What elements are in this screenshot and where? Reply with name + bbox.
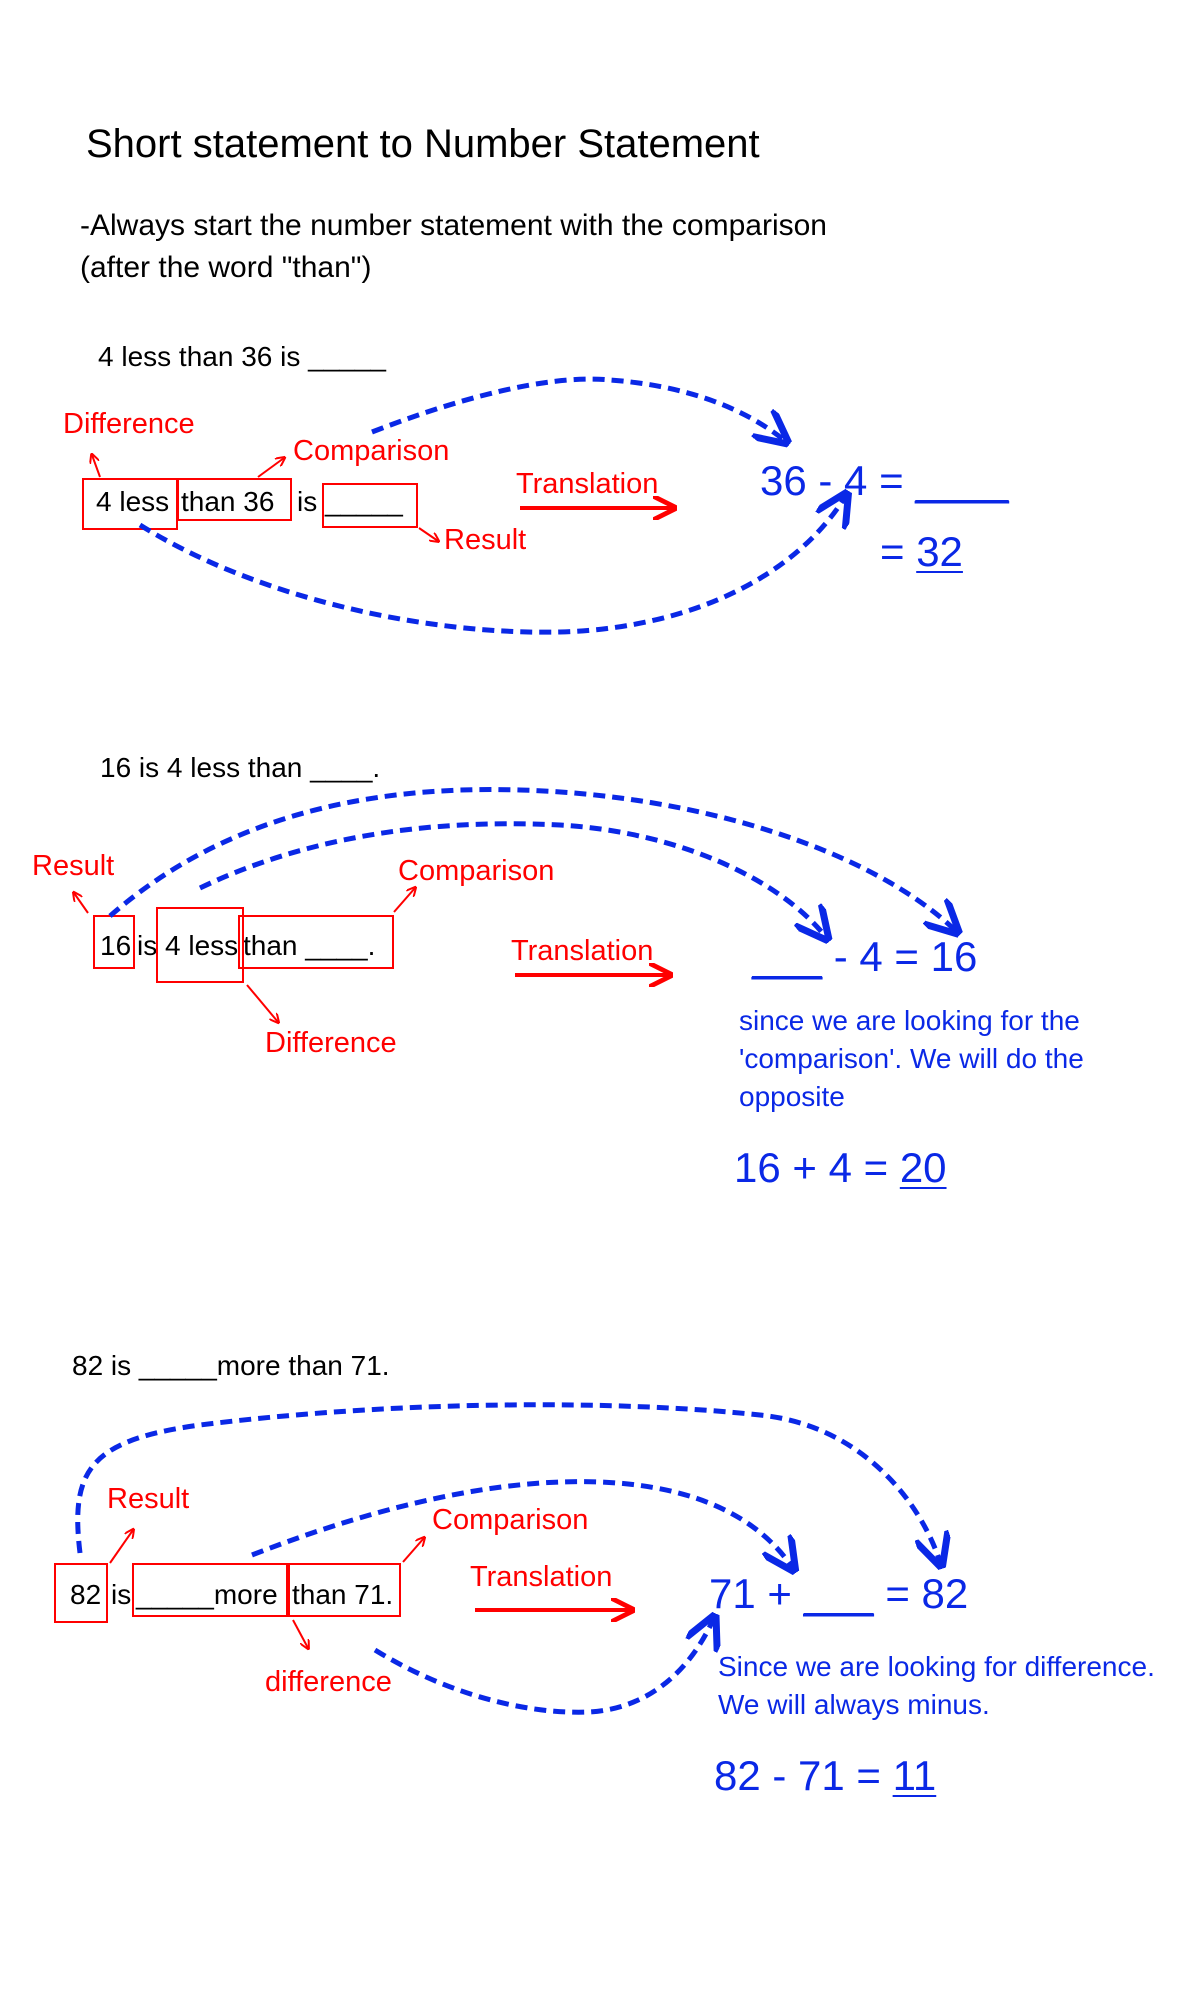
- s1-equation: 36 - 4 = ____: [760, 457, 1009, 504]
- s2-result-to-equation-arrow: [108, 787, 955, 930]
- s3-result-pointer: [109, 1530, 133, 1564]
- s3-part-difference: _____more: [136, 1579, 278, 1610]
- s3-difference-box: [132, 1563, 288, 1617]
- s3-part-comparison: than 71.: [292, 1579, 394, 1610]
- s2-result-box: [93, 915, 135, 969]
- s2-label-result: Result: [32, 850, 115, 882]
- s1-label-translation: Translation: [516, 468, 659, 500]
- s2-part-difference: 4 less: [165, 930, 239, 961]
- s3-difference-pointer: [292, 1619, 308, 1648]
- s3-difference-to-equation-arrow: [251, 1479, 792, 1567]
- s3-comparison-box: [288, 1563, 401, 1617]
- page-title: Short statement to Number Statement: [86, 122, 760, 166]
- s2-label-comparison: Comparison: [398, 855, 555, 887]
- s2-comparison-pointer: [393, 888, 415, 913]
- s1-statement: 4 less than 36 is _____: [98, 341, 386, 372]
- s1-difference-to-equation-arrow: [138, 497, 845, 635]
- s2-part-result: 16: [100, 930, 132, 961]
- s3-part-result: 82: [70, 1579, 102, 1610]
- instruction-line-1: -Always start the number statement with …: [80, 209, 827, 242]
- s2-answer: 16 + 4 = 20: [734, 1144, 947, 1191]
- s1-result-box: [322, 483, 418, 528]
- s1-part-difference: 4 less: [96, 486, 170, 517]
- s1-part-comparison: than 36: [181, 486, 275, 517]
- s3-result-to-equation-arrow: [75, 1402, 940, 1562]
- s3-answer: 82 - 71 = 11: [714, 1752, 937, 1799]
- s1-comparison-pointer: [257, 458, 284, 478]
- s1-label-comparison: Comparison: [293, 435, 450, 467]
- s2-difference-to-equation-arrow: [198, 821, 825, 936]
- s2-result-pointer: [74, 893, 89, 914]
- s2-part-comparison: than ____.: [243, 930, 376, 961]
- s2-part-is: is: [137, 930, 158, 961]
- s1-comparison-box: [177, 478, 292, 521]
- s3-part-is: is: [111, 1579, 132, 1610]
- s2-explanation: since we are looking for the 'comparison…: [739, 1005, 1084, 1112]
- s3-label-comparison: Comparison: [432, 1504, 589, 1536]
- s1-comparison-to-equation-arrow: [371, 376, 784, 440]
- s3-label-result: Result: [107, 1483, 190, 1515]
- s3-equation: 71 + ___ = 82: [709, 1570, 969, 1617]
- s3-comparison-to-equation-arrow: [373, 1620, 713, 1715]
- s1-answer: = 32: [880, 528, 963, 575]
- s2-comparison-box: [238, 915, 394, 969]
- s1-part-result: _____: [325, 486, 403, 517]
- s3-comparison-pointer: [402, 1538, 424, 1563]
- s3-result-box: [54, 1563, 108, 1623]
- s2-label-translation: Translation: [511, 935, 654, 967]
- s2-equation: ___ - 4 = 16: [752, 933, 978, 980]
- instruction-line-2: (after the word "than"): [80, 251, 372, 284]
- s1-result-pointer: [418, 527, 438, 541]
- s1-part-is: is: [297, 486, 318, 517]
- s3-label-translation: Translation: [470, 1561, 613, 1593]
- s3-label-difference: difference: [265, 1666, 392, 1698]
- s2-label-difference: Difference: [265, 1027, 397, 1059]
- s3-statement: 82 is _____more than 71.: [72, 1350, 390, 1381]
- s1-label-difference: Difference: [63, 408, 195, 440]
- s2-statement: 16 is 4 less than ____.: [100, 752, 381, 783]
- s1-label-result: Result: [444, 524, 527, 556]
- s3-explanation: Since we are looking for difference. We …: [718, 1651, 1155, 1720]
- s2-difference-pointer: [246, 984, 278, 1022]
- s1-difference-pointer: [92, 455, 101, 478]
- s2-difference-box: [156, 907, 244, 983]
